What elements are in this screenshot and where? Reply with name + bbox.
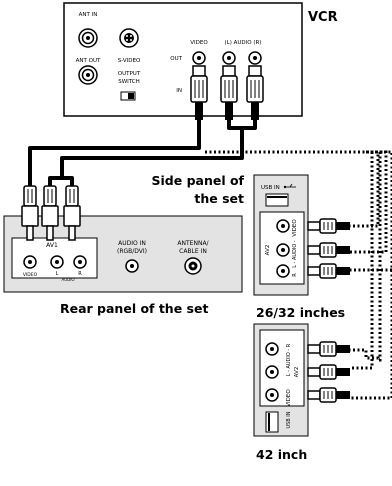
vcr-ant-in-label: ANT IN <box>79 12 98 18</box>
side42-audio-label: L - AUDIO - R <box>286 343 292 376</box>
side26-av2-label: AV2 <box>265 245 271 256</box>
rear-panel-caption: Rear panel of the set <box>60 301 208 316</box>
side-panel-caption-1: Side panel of <box>152 173 245 188</box>
vcr-in-label: IN <box>176 88 182 94</box>
rear-jack-r-label: R <box>78 271 82 277</box>
side26-usb-port <box>265 193 289 207</box>
vcr-title: VCR <box>308 10 338 25</box>
vcr-rca-plugs <box>190 65 264 120</box>
rear-audio-in-label-2: (RGB/DVI) <box>117 248 147 255</box>
rear-antenna-jack <box>184 257 202 275</box>
side-panel-caption-2: the set <box>194 191 244 206</box>
vcr-s-video-jack <box>119 28 139 48</box>
side-panel-26: USB IN AV2 VIDEO L - AUDIO - R <box>253 174 309 296</box>
rear-jack-l-label: L <box>56 271 59 277</box>
side42-video-label: VIDEO <box>286 389 292 407</box>
rear-jack-video-label: VIDEO <box>23 272 38 278</box>
vcr-ant-out-label: ANT OUT <box>76 58 101 64</box>
vcr-panel: VCR ANT IN ANT OUT S-VIDEO OUTPUT SWITCH <box>63 2 338 117</box>
side26-video-label: VIDEO <box>292 219 298 237</box>
side42-rca-plugs <box>307 341 350 403</box>
rear-antenna-label-1: ANTENNA/ <box>177 240 209 247</box>
rear-av1-jacks <box>23 255 87 269</box>
side26-audio-r-label: R <box>292 273 298 277</box>
vcr-video-label: VIDEO <box>190 40 208 46</box>
side-panel-42: L - AUDIO - R AV2 VIDEO USB IN <box>253 323 309 437</box>
rear-audio-in-jack <box>125 259 139 273</box>
rear-panel: AV1 VIDEO L R AUDIO AUDIO IN (RGB/DVI) A… <box>3 215 243 293</box>
side26-size-caption: 26/32 inches <box>256 305 345 320</box>
side26-usb-icon <box>283 183 296 189</box>
rear-rca-plugs <box>21 185 81 241</box>
side42-jacks <box>265 342 279 402</box>
vcr-audio-label: (L) AUDIO (R) <box>225 40 262 46</box>
vcr-out-jacks <box>192 51 262 65</box>
side42-usb-port <box>265 411 279 433</box>
side42-av2-label: AV2 <box>294 367 300 378</box>
side42-usb-label: USB IN <box>286 411 292 428</box>
side26-audio-l-label: L - AUDIO - <box>292 240 298 268</box>
vcr-output-switch-label-2: SWITCH <box>118 79 140 85</box>
side26-usb-label: USB IN <box>261 185 280 191</box>
vcr-out-label: OUT <box>170 56 182 62</box>
side42-size-caption: 42 inch <box>256 447 307 462</box>
rear-audio-bracket-label: AUDIO <box>61 277 74 282</box>
vcr-output-switch-label-1: OUTPUT <box>118 71 141 77</box>
side26-jacks <box>276 219 290 278</box>
rear-audio-in-label-1: AUDIO IN <box>118 240 146 247</box>
vcr-s-video-label: S-VIDEO <box>118 58 141 64</box>
rear-av1-label: AV1 <box>46 242 58 249</box>
side26-rca-plugs <box>307 218 350 279</box>
rear-antenna-label-2: CABLE IN <box>179 248 207 255</box>
vcr-ant-out-jack <box>78 65 98 85</box>
vcr-ant-in-jack <box>78 28 98 48</box>
dotted-cables <box>205 150 392 400</box>
vcr-output-switch <box>120 91 136 101</box>
